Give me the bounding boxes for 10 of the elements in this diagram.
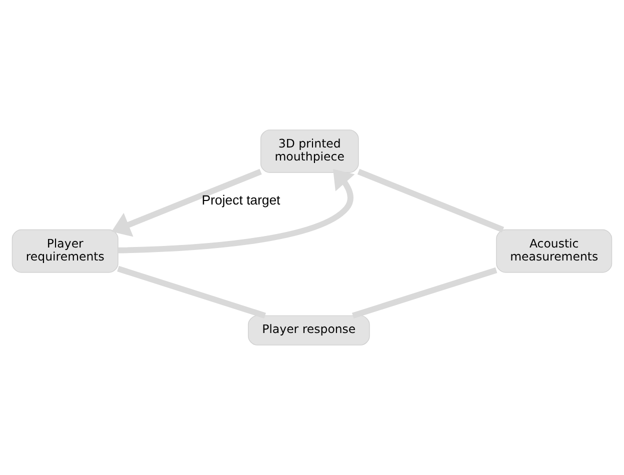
connector <box>357 168 504 232</box>
node-box: Acoustic measurements <box>496 229 612 273</box>
node-box: 3D printed mouthpiece <box>260 130 359 173</box>
edge-label: Project target <box>202 192 280 208</box>
connector <box>117 266 266 318</box>
arrow <box>118 168 355 254</box>
connector <box>352 267 498 318</box>
arrow <box>111 168 262 237</box>
node-box: Player requirements <box>12 229 118 273</box>
node-box: Player response <box>248 315 370 346</box>
